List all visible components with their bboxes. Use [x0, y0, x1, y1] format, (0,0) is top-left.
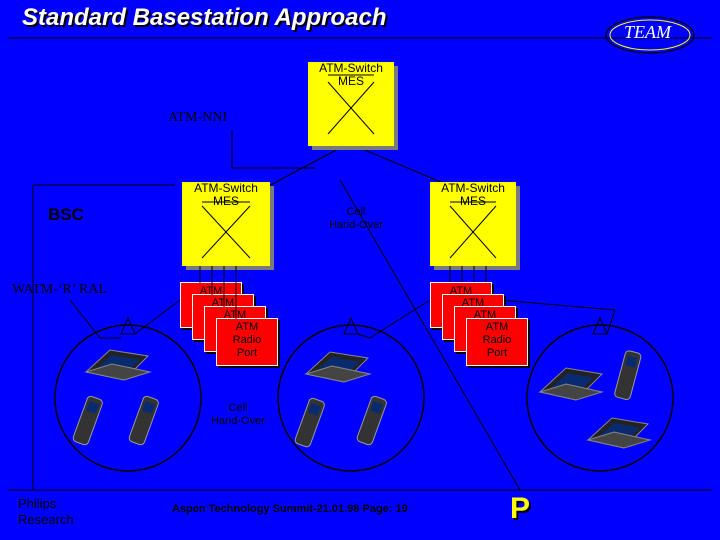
atm-switch-top-line2: MES [337, 74, 364, 88]
switch-cross-icon [327, 74, 375, 135]
radio-port-left-front: ATM Radio Port [216, 318, 278, 366]
atm-switch-top: ATM-Switch MES [308, 62, 394, 146]
ral-pointer [69, 299, 101, 339]
laptop-icon-right-2 [586, 417, 652, 449]
radio-port-right-front: ATM Radio Port [466, 318, 528, 366]
handset-icon-3 [294, 397, 325, 448]
atm-switch-top-line1: ATM-Switch [319, 61, 383, 75]
cell-handover-label-top: Cell Hand-Over [329, 206, 383, 231]
team-logo-icon [605, 16, 695, 54]
footer-center: Aspen Technology Summit-21.01.98 Page: 1… [172, 503, 408, 515]
atm-switch-left: ATM-Switch MES [182, 182, 270, 266]
atm-switch-right-line2: MES [459, 194, 486, 208]
cell-circle-right [526, 324, 674, 472]
link-top-right [359, 147, 456, 189]
atm-switch-left-line2: MES [212, 194, 239, 208]
laptop-icon-middle [304, 351, 372, 383]
laptop-icon-right-1 [538, 367, 604, 401]
atm-switch-right-line1: ATM-Switch [441, 181, 505, 195]
link-top-left [264, 147, 341, 189]
bsc-label: BSC [48, 205, 84, 224]
antenna-icon-middle [343, 316, 359, 335]
footer-org: Philips Research [18, 496, 74, 527]
handset-icon-2 [128, 395, 159, 446]
laptop-icon-left [84, 349, 152, 381]
team-logo-text: TEAM [624, 22, 671, 42]
watm-ral-label: WATM-‘R’ RAL [12, 282, 108, 297]
antenna-icon-left [120, 316, 136, 335]
atm-switch-right: ATM-Switch MES [430, 182, 516, 266]
slide-title: Standard Basestation Approach [22, 4, 387, 31]
philips-logo: P [510, 492, 531, 525]
antenna-icon-right [592, 316, 608, 335]
atm-switch-left-line1: ATM-Switch [194, 181, 258, 195]
cell-handover-label-bottom: Cell Hand-Over [211, 402, 265, 427]
switch-cross-icon [201, 201, 251, 259]
handset-icon-4 [356, 395, 387, 446]
atm-nni-label: ATM-NNI [168, 110, 228, 125]
handset-icon-1 [72, 395, 103, 446]
cell-boundary-diagonal [339, 179, 521, 491]
cell-circle-left [54, 324, 202, 472]
cell-circle-middle [277, 324, 425, 472]
handset-icon-5 [614, 350, 642, 401]
switch-cross-icon [449, 201, 497, 259]
